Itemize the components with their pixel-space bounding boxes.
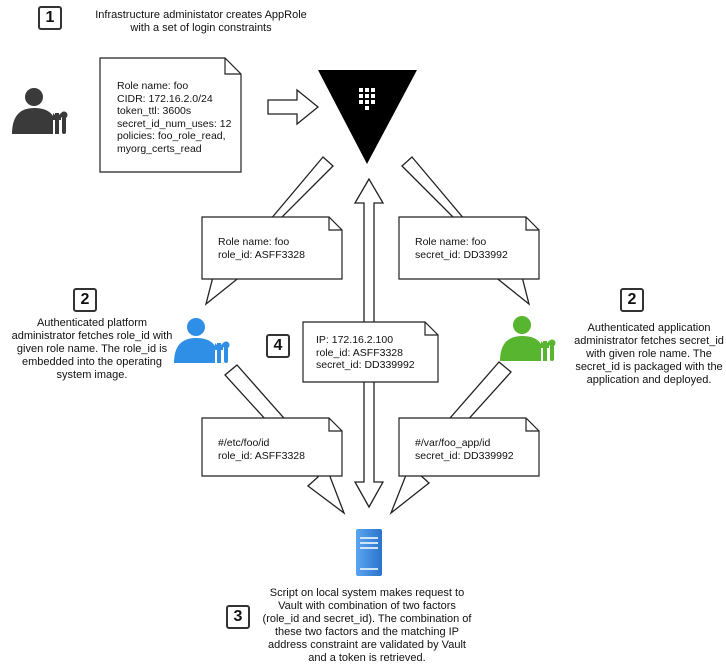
secret-id-fetch-box [398,216,540,280]
login-request-box [302,321,439,383]
secret-id-file-text: #/var/foo_app/id secret_id: DD339992 [415,437,514,462]
role-id-fetch-box [201,216,343,280]
app-admin-user-icon [500,316,556,361]
step-2-platform-badge: 2 [73,288,97,312]
admin-user-icon [12,88,68,134]
role-id-file-box [201,417,343,477]
approle-document-text: Role name: foo CIDR: 172.16.2.0/24 token… [117,80,232,155]
role-id-file-text: #/etc/foo/id role_id: ASFF3328 [218,437,305,462]
step-2-application-badge: 2 [620,288,644,312]
step-1-badge: 1 [38,6,62,30]
vault-logo-icon [318,70,417,164]
arrow-to-vault [267,88,320,126]
step-3-badge: 3 [226,605,250,629]
secret-id-fetch-text: Role name: foo secret_id: DD33992 [415,236,508,261]
step-2-platform-caption: Authenticated platform administrator fet… [11,317,173,381]
approle-document-box [99,57,242,173]
role-id-fetch-text: Role name: foo role_id: ASFF3328 [218,236,305,261]
step-2-application-caption: Authenticated application administrator … [574,322,724,386]
server-icon [356,529,382,576]
secret-id-file-box [398,417,540,477]
step-1-caption: Infrastructure administator creates AppR… [95,9,307,34]
platform-admin-user-icon [174,318,230,363]
step-4-badge: 4 [266,334,290,358]
login-request-text: IP: 172.16.2.100 role_id: ASFF3328 secre… [316,334,415,371]
step-3-caption: Script on local system makes request to … [262,587,472,664]
